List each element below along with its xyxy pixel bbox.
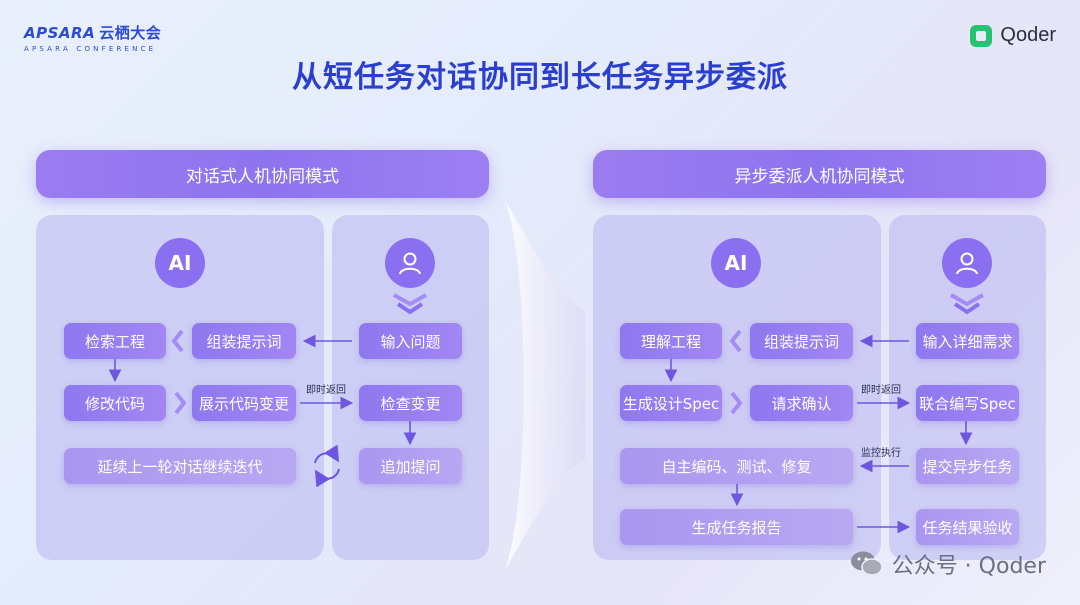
node-check-change: 检查变更	[359, 385, 462, 421]
chevron-assemble-to-understand	[729, 329, 742, 353]
wechat-icon	[850, 551, 883, 576]
node-continue-dialog: 延续上一轮对话继续迭代	[64, 448, 296, 484]
left-ai-avatar: AI	[155, 238, 205, 288]
right-user-avatar	[942, 238, 992, 288]
left-section-heading: 对话式人机协同模式	[36, 150, 489, 198]
left-user-avatar	[385, 238, 435, 288]
node-show-code-change: 展示代码变更	[192, 385, 296, 421]
transition-funnel-shape	[505, 200, 585, 570]
node-search-engineering: 检索工程	[64, 323, 166, 359]
cycle-icon	[314, 444, 340, 488]
chevron-modify-to-show	[174, 391, 187, 415]
chevron-spec-to-confirm	[730, 391, 743, 415]
right-ai-avatar: AI	[711, 238, 761, 288]
node-assemble-prompt: 组装提示词	[192, 323, 296, 359]
watermark: 公众号 · Qoder	[850, 548, 1046, 580]
page-title: 从短任务对话协同到长任务异步委派	[292, 60, 788, 95]
node-co-write-spec: 联合编写Spec	[916, 385, 1019, 421]
right-section-heading: 异步委派人机协同模式	[593, 150, 1046, 198]
apsara-wordmark: APSARA	[24, 24, 96, 42]
user-icon	[399, 252, 421, 275]
node-generate-spec: 生成设计Spec	[620, 385, 722, 421]
left-chevron-down-icon	[393, 293, 427, 315]
label-instant-return-right: 即时返回	[861, 385, 901, 396]
qoder-logo: Qoder	[970, 24, 1056, 47]
node-auto-code: 自主编码、测试、修复	[620, 448, 853, 484]
apsara-cn-wordmark: 云栖大会	[99, 24, 162, 42]
node-request-confirm: 请求确认	[750, 385, 853, 421]
node-understand-engineering: 理解工程	[620, 323, 722, 359]
node-accept-result: 任务结果验收	[916, 509, 1019, 545]
label-monitor-exec: 监控执行	[861, 448, 901, 459]
node-assemble-prompt-right: 组装提示词	[750, 323, 853, 359]
qoder-wordmark: Qoder	[1000, 24, 1056, 46]
chevron-assemble-to-search	[171, 329, 184, 353]
right-chevron-down-icon	[950, 293, 984, 315]
watermark-text: 公众号 · Qoder	[891, 554, 1046, 579]
node-input-question: 输入问题	[359, 323, 462, 359]
node-input-detail: 输入详细需求	[916, 323, 1019, 359]
qoder-logo-icon	[970, 24, 993, 47]
user-icon	[956, 252, 978, 275]
node-gen-report: 生成任务报告	[620, 509, 853, 545]
node-add-question: 追加提问	[359, 448, 462, 484]
label-instant-return-left: 即时返回	[306, 385, 346, 396]
node-modify-code: 修改代码	[64, 385, 166, 421]
node-submit-async: 提交异步任务	[916, 448, 1019, 484]
apsara-subtitle: APSARA CONFERENCE	[24, 45, 157, 53]
